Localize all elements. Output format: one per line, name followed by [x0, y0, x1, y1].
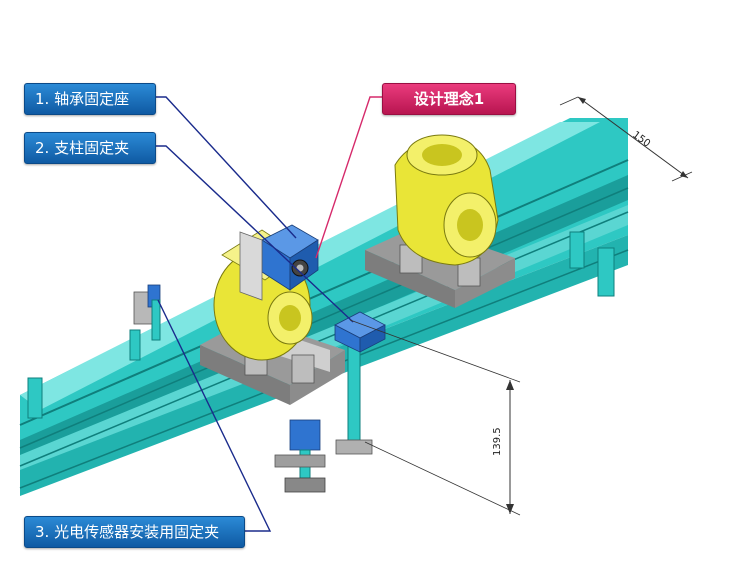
sensor-bracket-left — [133, 284, 161, 341]
callout-bearing-seat: 1. 轴承固定座 — [24, 83, 156, 115]
callout-design-concept: 设计理念1 — [382, 83, 516, 115]
bearing-seat — [239, 224, 319, 301]
callout-sensor-clamp: 3. 光电传感器安装用固定夹 — [24, 516, 245, 548]
dimension-139-5: 139.5 — [349, 319, 521, 516]
leader-lines — [156, 96, 382, 532]
leader-design-concept — [315, 96, 382, 259]
post-clamp — [334, 311, 386, 455]
leader-sensor-clamp — [157, 299, 272, 532]
sensor-bracket-front — [274, 419, 326, 493]
conveyor-legs — [27, 231, 615, 419]
callout-post-clamp: 2. 支柱固定夹 — [24, 132, 156, 164]
leader-post-clamp — [156, 145, 354, 323]
dimension-150-label: 150 — [630, 130, 652, 150]
leader-bearing-seat — [156, 96, 297, 239]
dimension-139-5-label: 139.5 — [492, 427, 503, 456]
yellow-housing-back — [394, 134, 499, 266]
